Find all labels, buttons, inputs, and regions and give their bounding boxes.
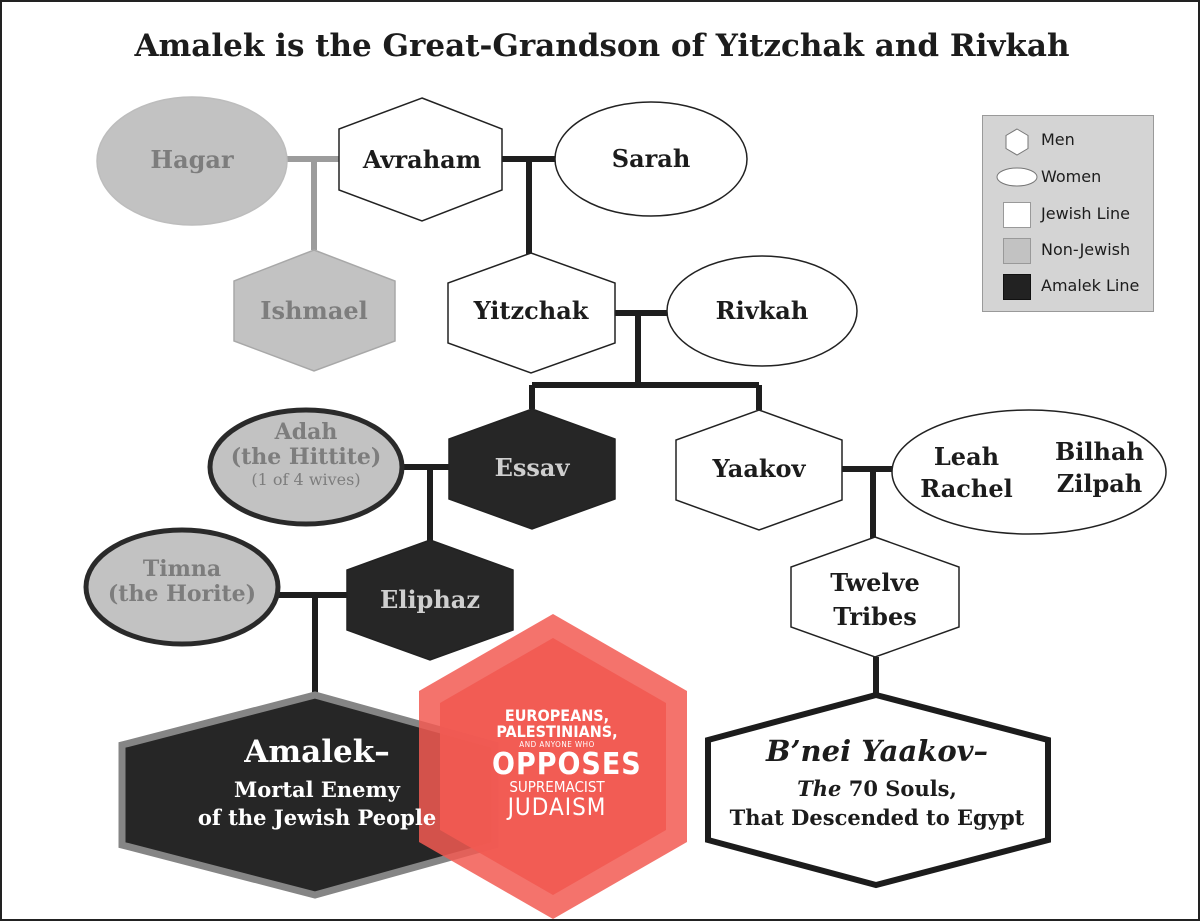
legend-label-non-jewish: Non-Jewish xyxy=(1041,240,1131,259)
stamp-line-1: EUROPEANS, xyxy=(504,706,610,725)
yaakov-hexagon xyxy=(675,409,843,531)
stamp-hexagon xyxy=(419,614,687,919)
black-square-icon xyxy=(1003,274,1031,300)
stamp-line-5: SUPREMACIST xyxy=(509,778,605,796)
legend-row-non-jewish: Non-Jewish xyxy=(983,234,1155,264)
ishmael-hexagon xyxy=(233,249,396,372)
bnei-yaakov-hexagon xyxy=(705,691,1051,889)
legend-label-jewish: Jewish Line xyxy=(1041,204,1130,223)
yitzchak-label: Yitzchak xyxy=(473,296,589,325)
twelve-word: Twelve xyxy=(830,568,920,597)
bnei-yaakov-the: The xyxy=(797,776,842,802)
bilhah-label: Bilhah xyxy=(1055,437,1144,466)
stamp-line-6: JUDAISM xyxy=(507,793,607,821)
eliphaz-label: Eliphaz xyxy=(380,585,480,614)
diagram-title: Amalek is the Great-Grandson of Yitzchak… xyxy=(134,28,1070,64)
hagar-label: Hagar xyxy=(150,145,234,174)
bnei-yaakov-label: B’nei Yaakov– The 70 Souls, That Descend… xyxy=(718,734,1036,831)
stamp-line-2: PALESTINIANS, xyxy=(496,722,618,741)
hexagon-icon xyxy=(1005,128,1029,156)
wives-right-label: Bilhah Zilpah xyxy=(1042,436,1157,501)
ellipse-icon xyxy=(996,167,1038,187)
amalek-name: Amalek– xyxy=(244,734,390,770)
bnei-yaakov-line-2: That Descended to Egypt xyxy=(729,804,1025,830)
stamp-line-4: OPPOSES xyxy=(492,747,642,782)
legend-row-women: Women xyxy=(983,161,1155,191)
hagar-ellipse xyxy=(96,96,288,226)
bnei-yaakov-name: B’nei Yaakov– xyxy=(765,734,989,768)
amalek-line-1: Mortal Enemy xyxy=(234,776,400,802)
yitzchak-hexagon xyxy=(447,252,616,374)
legend-row-jewish: Jewish Line xyxy=(983,198,1155,228)
timna-origin: (the Horite) xyxy=(107,581,257,608)
sarah-ellipse xyxy=(554,101,748,217)
timna-label: Timna (the Horite) xyxy=(97,556,267,608)
adah-note: (1 of 4 wives) xyxy=(251,469,361,489)
bnei-yaakov-line-1: The 70 Souls, xyxy=(718,774,1036,803)
wives-left-label: Leah Rachel xyxy=(914,441,1019,506)
adah-origin: (the Hittite) xyxy=(230,444,382,471)
timna-name: Timna xyxy=(142,556,222,582)
legend-label-men: Men xyxy=(1041,130,1075,149)
essav-label: Essav xyxy=(494,453,570,482)
amalek-label: Amalek– Mortal Enemy of the Jewish Peopl… xyxy=(192,734,442,831)
rivkah-label: Rivkah xyxy=(715,296,809,325)
yaakov-label: Yaakov xyxy=(712,454,806,483)
timna-ellipse xyxy=(83,527,281,647)
rivkah-ellipse xyxy=(666,255,858,367)
legend-label-women: Women xyxy=(1041,167,1102,186)
wives-ellipse xyxy=(891,409,1167,535)
legend-row-men: Men xyxy=(983,124,1155,156)
adah-ellipse xyxy=(207,407,405,527)
adah-label: Adah (the Hittite) (1 of 4 wives) xyxy=(216,419,396,489)
white-square-icon xyxy=(1003,202,1031,228)
leah-label: Leah xyxy=(933,442,1000,471)
adah-name: Adah xyxy=(274,419,338,445)
legend: Men Women Jewish Line Non-Jewish Amalek … xyxy=(982,115,1154,312)
essav-hexagon xyxy=(448,408,616,530)
stamp-text: EUROPEANS, PALESTINIANS, AND ANYONE WHO … xyxy=(492,706,642,821)
gray-square-icon xyxy=(1003,238,1031,264)
tribes-word: Tribes xyxy=(833,601,917,631)
ishmael-label: Ishmael xyxy=(260,296,368,325)
twelve-tribes-label: Twelve Tribes xyxy=(795,566,955,633)
eliphaz-hexagon xyxy=(346,539,514,661)
amalek-line-2: of the Jewish People xyxy=(197,805,437,831)
bnei-yaakov-souls: 70 Souls, xyxy=(841,776,957,802)
rachel-label: Rachel xyxy=(920,474,1013,504)
legend-label-amalek: Amalek Line xyxy=(1041,276,1140,295)
sarah-label: Sarah xyxy=(611,144,691,173)
twelve-tribes-hexagon xyxy=(790,536,960,658)
zilpah-label: Zilpah xyxy=(1056,469,1143,499)
avraham-hexagon xyxy=(338,97,503,222)
stamp-line-3: AND ANYONE WHO xyxy=(519,740,595,749)
legend-row-amalek: Amalek Line xyxy=(983,270,1155,300)
avraham-label: Avraham xyxy=(362,145,482,174)
